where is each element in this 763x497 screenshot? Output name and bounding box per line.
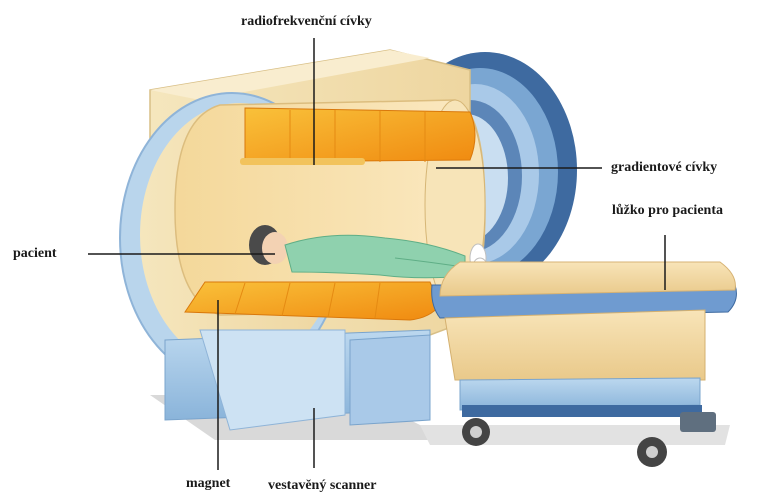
rf-coil-top bbox=[240, 108, 475, 165]
label-built-in-scanner: vestavěný scanner bbox=[268, 478, 377, 494]
label-patient: pacient bbox=[13, 246, 57, 262]
label-magnet: magnet bbox=[186, 476, 230, 492]
label-patient-bed: lůžko pro pacienta bbox=[612, 203, 723, 219]
patient-bed bbox=[432, 262, 737, 432]
label-gradient-coils: gradientové cívky bbox=[611, 160, 717, 176]
scanner-base bbox=[165, 330, 430, 430]
label-rf-coils: radiofrekvenční cívky bbox=[241, 14, 372, 30]
